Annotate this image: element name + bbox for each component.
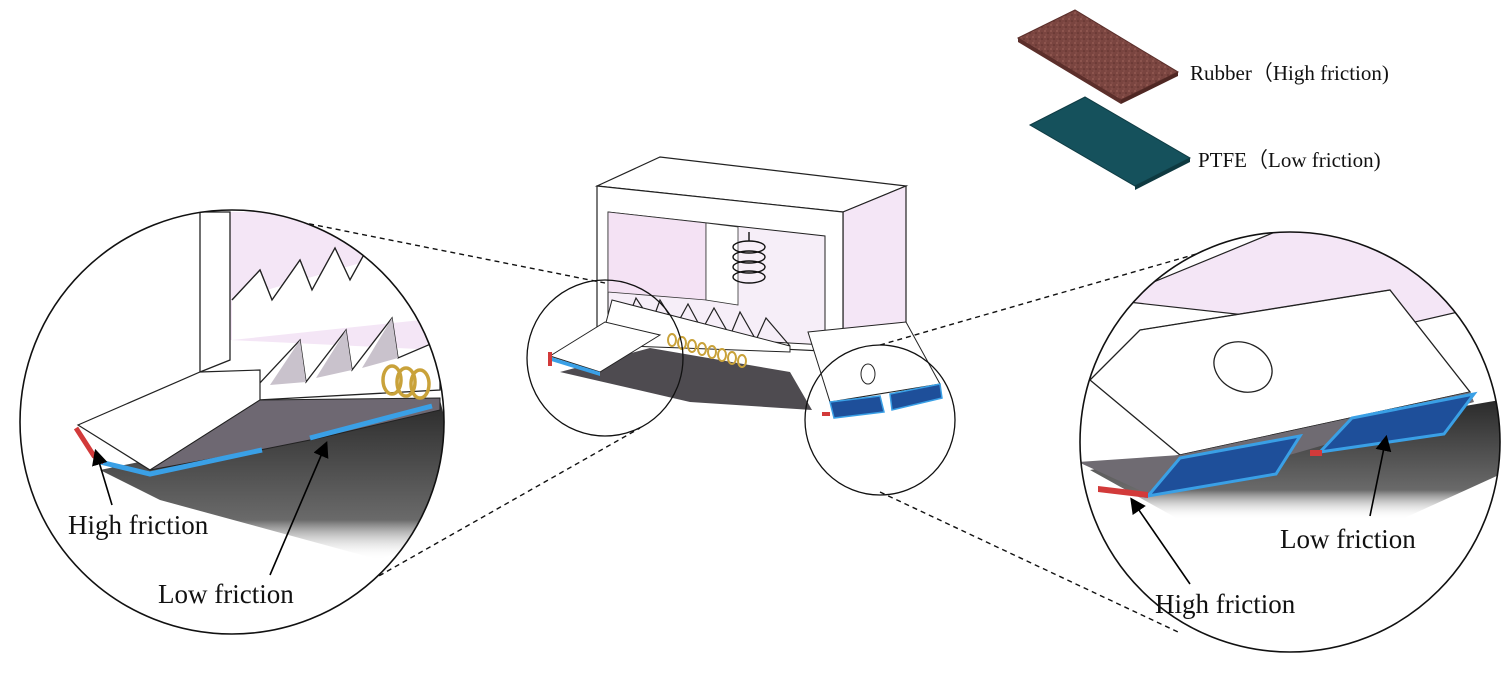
right-low-friction-arrow xyxy=(1369,434,1392,517)
right-high-friction-label: High friction xyxy=(1155,589,1296,619)
left-high-friction-arrow xyxy=(92,448,113,506)
center-robot-assembly xyxy=(548,156,943,419)
left-high-friction-label: High friction xyxy=(68,510,209,540)
left-zoom-view: High friction Low friction xyxy=(19,209,445,635)
right-zoom-hole xyxy=(1213,341,1273,393)
left-foot-center xyxy=(548,321,662,373)
left-low-friction-label: Low friction xyxy=(158,579,294,609)
right-low-friction-label: Low friction xyxy=(1280,524,1416,554)
right-zoom-low-friction-pad-right xyxy=(1315,391,1478,455)
right-zoom-circle xyxy=(1079,231,1501,653)
sawtooth-rack-center xyxy=(611,296,791,347)
left-zoom-low-friction-pad xyxy=(99,447,263,477)
right-high-friction-arrow xyxy=(1130,497,1191,585)
zoom-connectors xyxy=(264,214,1239,633)
right-zoom-low-friction-pad-left xyxy=(1144,433,1304,499)
left-low-friction-arrow xyxy=(269,441,329,576)
left-zoom-circle xyxy=(19,209,445,635)
right-zoom-high-friction-pad xyxy=(1098,486,1148,498)
vertical-spring xyxy=(732,232,766,284)
ptfe-legend-label: PTFE（Low friction) xyxy=(1198,148,1381,172)
center-left-focus-circle xyxy=(526,279,684,437)
right-zoom-view: Low friction High friction xyxy=(1079,231,1501,653)
rubber-legend-label: Rubber（High friction) xyxy=(1190,61,1389,85)
legend: Rubber（High friction) PTFE（Low friction) xyxy=(1016,9,1389,190)
right-foot-hole xyxy=(860,363,876,385)
center-shadow xyxy=(560,348,812,410)
